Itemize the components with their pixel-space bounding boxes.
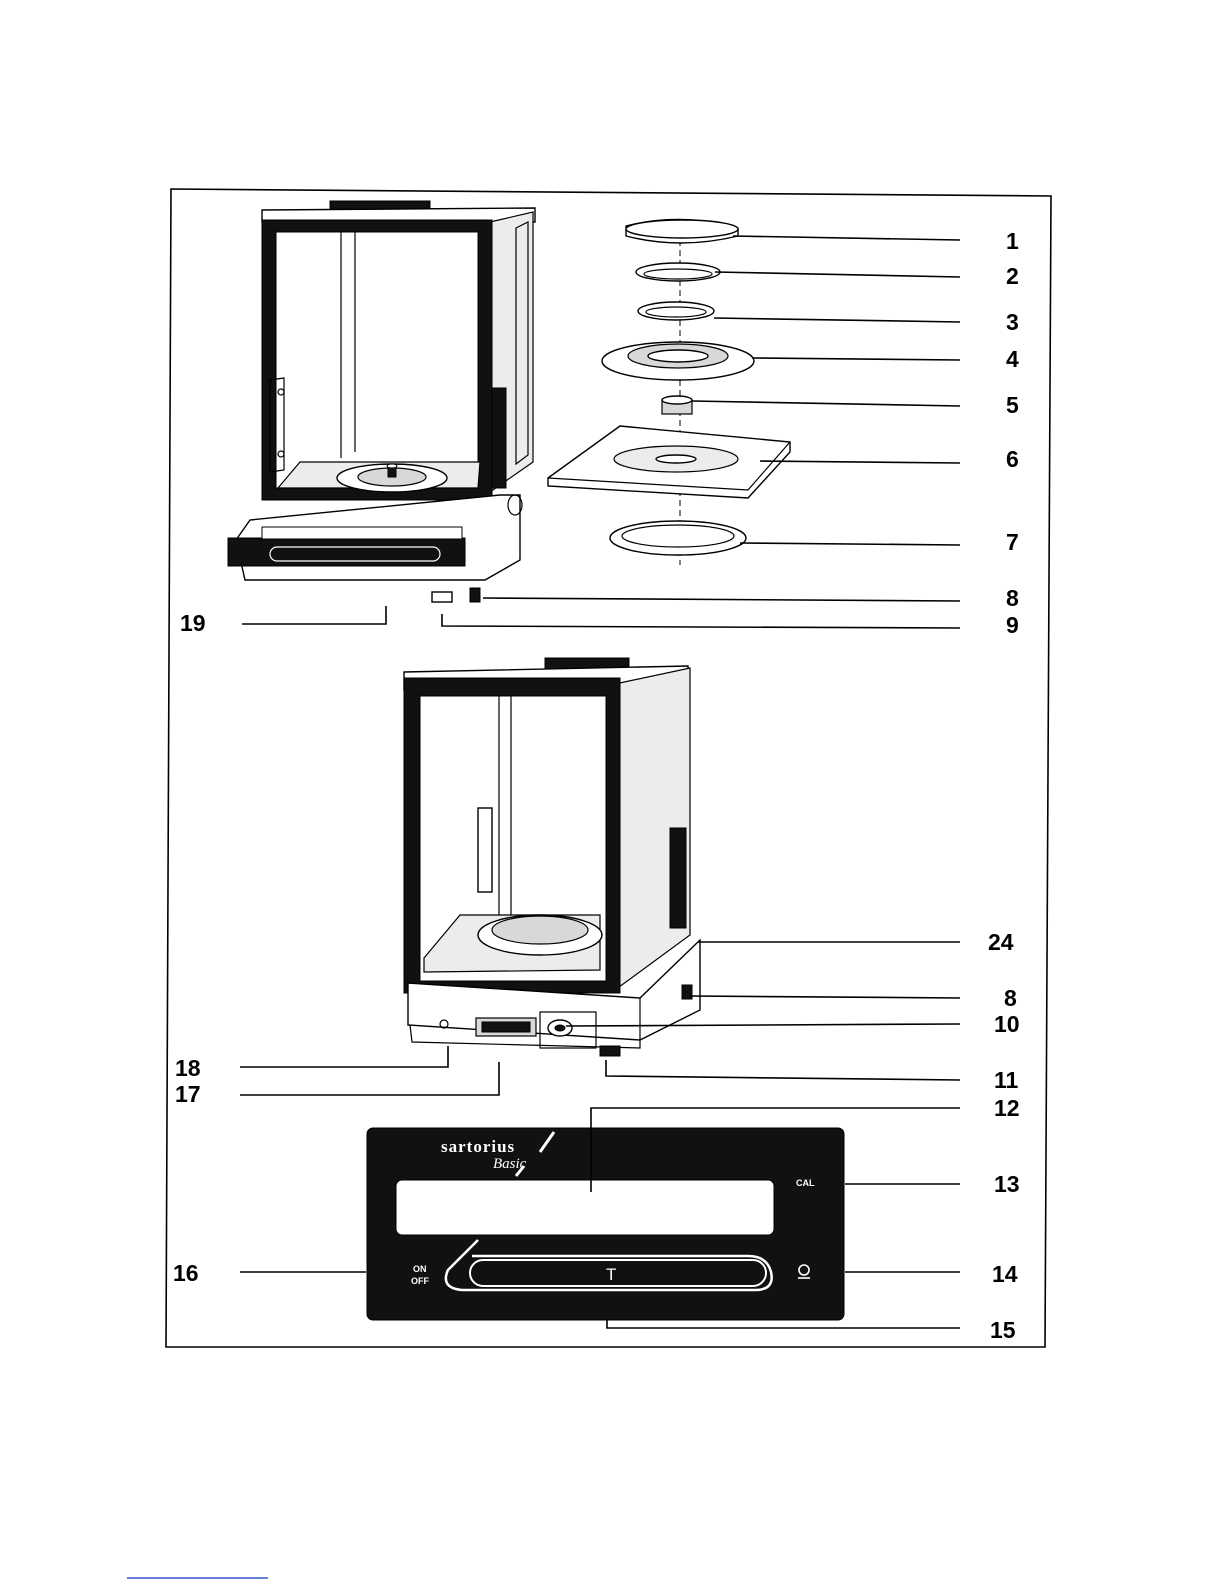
callout-13: 13 <box>994 1171 1020 1197</box>
weight-display <box>396 1180 774 1235</box>
callout-6: 6 <box>1006 446 1019 472</box>
callout-14: 14 <box>992 1261 1018 1287</box>
callout-19: 19 <box>180 610 206 636</box>
callout-8-bottom: 8 <box>1004 985 1017 1011</box>
callout-2: 2 <box>1006 263 1019 289</box>
panel-brand: sartorius <box>441 1137 515 1156</box>
callout-18: 18 <box>175 1055 201 1081</box>
callout-5: 5 <box>1006 392 1019 418</box>
callout-17: 17 <box>175 1081 201 1107</box>
callout-8-top: 8 <box>1006 585 1019 611</box>
callout-10: 10 <box>994 1011 1020 1037</box>
tare-key-label[interactable]: T <box>606 1265 616 1284</box>
balance-front-view <box>228 201 535 602</box>
callout-4: 4 <box>1006 346 1019 372</box>
balance-rear-view <box>404 658 700 1056</box>
callout-7: 7 <box>1006 529 1019 555</box>
callout-12: 12 <box>994 1095 1020 1121</box>
callout-16: 16 <box>173 1260 199 1286</box>
control-panel: sartorius Basic CAL ON OFF T <box>367 1128 844 1320</box>
callout-1: 1 <box>1006 228 1019 254</box>
callout-3: 3 <box>1006 309 1019 335</box>
tare-bar[interactable] <box>470 1260 766 1286</box>
exploded-parts <box>548 219 790 565</box>
callout-15: 15 <box>990 1317 1016 1343</box>
callout-11: 11 <box>994 1067 1019 1093</box>
callout-24: 24 <box>988 929 1014 955</box>
on-key-label[interactable]: ON <box>413 1264 427 1274</box>
part-bottom-ring <box>610 521 746 555</box>
off-key-label[interactable]: OFF <box>411 1276 429 1286</box>
callout-9: 9 <box>1006 612 1019 638</box>
cal-key[interactable]: CAL <box>796 1178 815 1188</box>
